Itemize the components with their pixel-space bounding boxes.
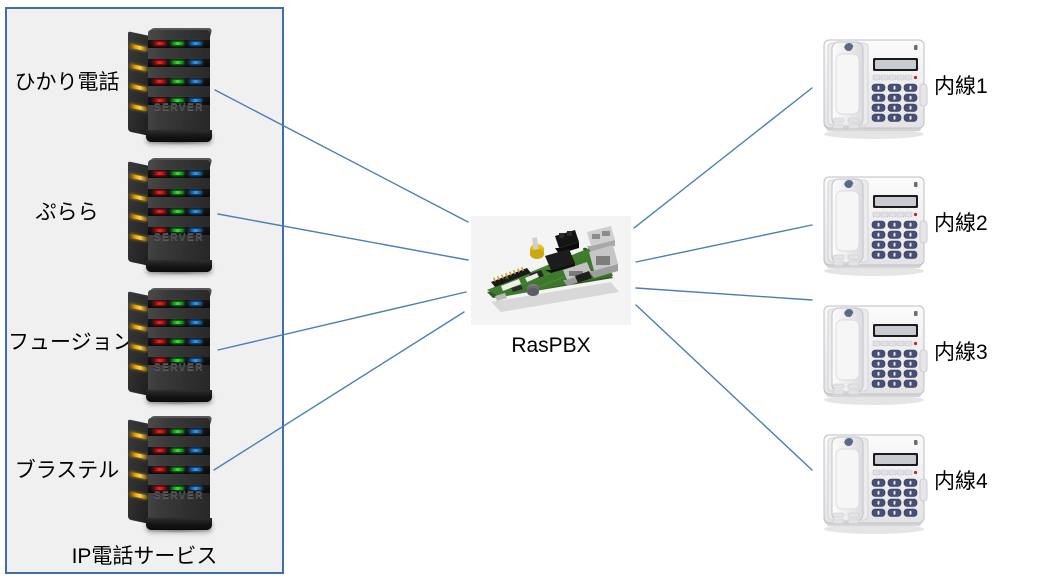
server-base	[146, 260, 212, 272]
server-front-face: SERVER	[148, 160, 210, 272]
server-base	[146, 390, 212, 402]
extension-row-4: 内線4	[806, 425, 1046, 545]
provider-label-plala: ぷらら	[35, 201, 99, 224]
provider-label-hikari: ひかり電話	[14, 71, 120, 94]
raspbx-caption: RasPBX	[511, 334, 591, 357]
server-shadow	[142, 528, 216, 533]
desk-phone-icon	[816, 167, 931, 279]
server-shadow	[142, 270, 216, 275]
server-base	[146, 518, 212, 530]
raspbx-node: RasPBX	[471, 216, 631, 364]
server-front-face: SERVER	[148, 30, 210, 142]
server-body-text: SERVER	[154, 232, 204, 243]
server-shadow	[142, 140, 216, 145]
provider-label-brastel: ブラステル	[14, 459, 120, 482]
server-icon: SERVER	[128, 288, 222, 405]
server-icon: SERVER	[128, 416, 222, 533]
server-icon: SERVER	[128, 28, 222, 145]
link-raspbx-to-ext3	[635, 287, 813, 301]
server-side-panel	[128, 161, 150, 266]
ip-phone-service-group-caption: IP電話サービス	[71, 545, 218, 568]
extension-row-3: 内線3	[806, 296, 1046, 416]
extension-row-1: 内線1	[806, 30, 1046, 150]
server-body-text: SERVER	[154, 490, 204, 501]
server-front-face: SERVER	[148, 290, 210, 402]
server-body-text: SERVER	[154, 102, 204, 113]
extension-label-4: 内線4	[934, 470, 988, 493]
extension-label-3: 内線3	[934, 341, 988, 364]
server-front-face: SERVER	[148, 418, 210, 530]
server-shadow	[142, 400, 216, 405]
extension-row-2: 内線2	[806, 167, 1046, 287]
link-raspbx-to-ext4	[635, 304, 813, 471]
extension-label-1: 内線1	[934, 75, 988, 98]
server-icon: SERVER	[128, 158, 222, 275]
server-side-panel	[128, 419, 150, 524]
provider-row-hikari: ひかり電話 SERVER	[8, 22, 280, 148]
provider-row-plala: ぷらら SERVER	[8, 152, 280, 278]
server-base	[146, 130, 212, 142]
server-side-panel	[128, 291, 150, 396]
link-raspbx-to-ext1	[633, 87, 813, 229]
provider-label-fusion: フュージョン	[8, 331, 134, 354]
raspberry-pi-board-icon	[471, 216, 631, 325]
desk-phone-icon	[816, 296, 931, 408]
desk-phone-icon	[816, 425, 931, 537]
link-raspbx-to-ext2	[635, 224, 813, 263]
server-body-text: SERVER	[154, 362, 204, 373]
desk-phone-icon	[816, 30, 931, 142]
server-side-panel	[128, 31, 150, 137]
extension-label-2: 内線2	[934, 212, 988, 235]
provider-row-brastel: ブラステル SERVER	[8, 410, 280, 536]
provider-row-fusion: フュージョン SERVER	[8, 282, 280, 408]
